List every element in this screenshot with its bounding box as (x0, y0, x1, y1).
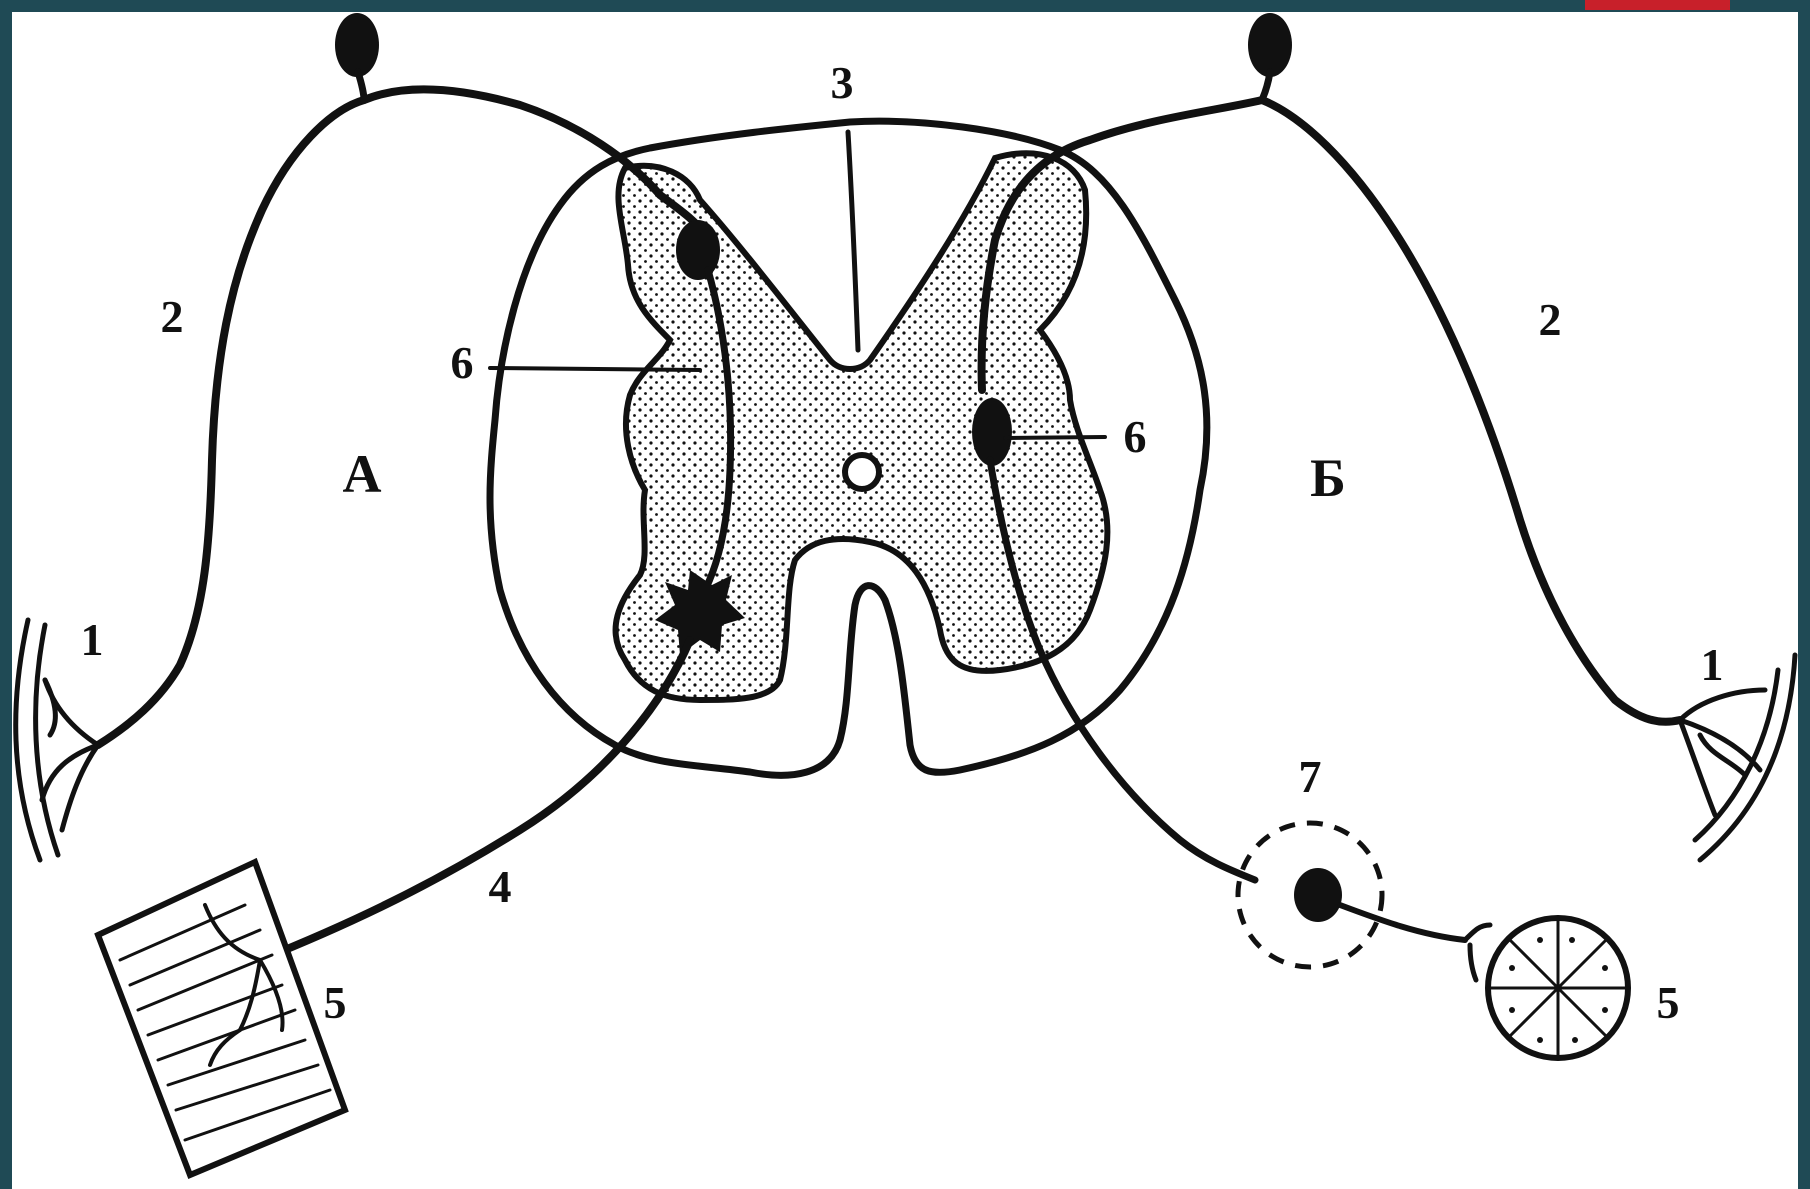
left-6-leader-line (490, 368, 700, 370)
left-spinal-ganglion-cell (335, 13, 379, 77)
label-6-right: 6 (1124, 411, 1147, 462)
right-autonomic-neuron (972, 398, 1012, 466)
ganglion-neuron-soma (1294, 868, 1342, 922)
label-1-left: 1 (81, 614, 104, 665)
label-5-right: 5 (1657, 977, 1680, 1028)
label-1-right: 1 (1701, 639, 1724, 690)
left-interneuron-soma (676, 220, 720, 280)
left-efferent-fiber-4 (260, 640, 690, 960)
left-afferent-fiber-2 (98, 100, 364, 745)
label-B: Б (1310, 448, 1346, 508)
central-canal (845, 455, 879, 489)
right-6-leader-line (1005, 437, 1105, 438)
label-2-left: 2 (161, 291, 184, 342)
label-5-left: 5 (324, 977, 347, 1028)
right-ganglion-stalk (1262, 72, 1270, 100)
label-7: 7 (1299, 751, 1322, 802)
label-A: А (343, 444, 382, 504)
label-2-right: 2 (1539, 294, 1562, 345)
gland-effector (1488, 918, 1628, 1058)
label-3: 3 (831, 57, 854, 108)
left-ganglion-stalk (358, 72, 364, 100)
label-4: 4 (489, 861, 512, 912)
median-septum (848, 132, 858, 350)
label-6-left: 6 (451, 337, 474, 388)
right-skin-receptor (1680, 655, 1795, 860)
right-afferent-fiber-2 (1262, 100, 1680, 722)
gland-nerve-ending (1465, 925, 1490, 980)
postganglionic-fiber (1340, 905, 1465, 940)
right-spinal-ganglion-cell (1248, 13, 1292, 77)
